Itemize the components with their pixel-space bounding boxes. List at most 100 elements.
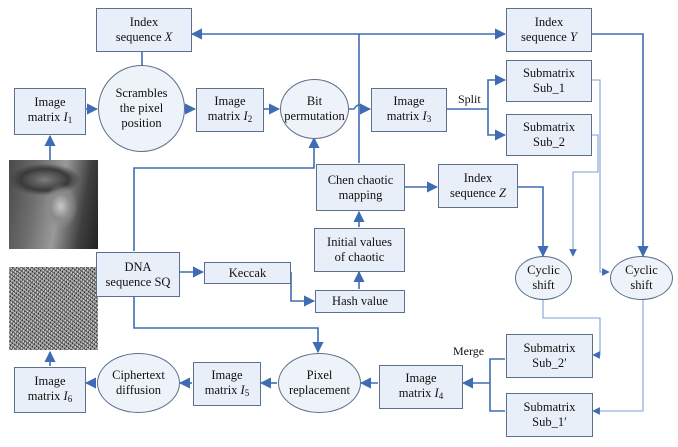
cyclic-right-line2: shift	[630, 278, 653, 292]
pixel-repl-line2: replacement	[288, 383, 351, 397]
arrow-bitperm-to-i3	[349, 103, 372, 115]
arrow-index-y-to-cyclic-right	[592, 33, 649, 258]
index-x-line1: Index	[129, 15, 159, 29]
cyclic-left-line1: Cyclic	[527, 263, 560, 277]
sub1p-line1: Submatrix	[523, 400, 576, 414]
image-i6-sub: 6	[67, 393, 73, 404]
index-x-line2: sequence X	[116, 30, 173, 45]
image-matrix-i1-box: Image matrix I1	[14, 88, 86, 135]
chen-line2: mapping	[338, 187, 383, 202]
cyclic-left-line2: shift	[532, 278, 555, 292]
index-sequence-x-box: Index sequence X	[96, 8, 192, 52]
image-i6-var: I	[63, 388, 68, 403]
cipher-diff-line1: Ciphertext	[112, 368, 165, 382]
index-z-line1: Index	[463, 171, 493, 185]
image-i5-var: I	[240, 382, 245, 397]
index-y-var: Y	[569, 30, 577, 44]
image-i5-word: matrix	[204, 382, 238, 397]
initial-line1: Initial values	[327, 235, 392, 249]
chen-chaotic-mapping-box: Chen chaotic mapping	[316, 164, 405, 211]
scrambles-line3: position	[121, 116, 162, 130]
image-matrix-i3-box: Image matrix I3	[371, 88, 447, 132]
arrow-sub2-to-cyclic-left	[569, 134, 599, 257]
index-sequence-y-box: Index sequence Y	[506, 8, 592, 52]
ciphertext-diffusion-circle: Ciphertext diffusion	[97, 353, 180, 413]
pixel-repl-line1: Pixel	[306, 368, 333, 382]
image-i4-word: matrix	[398, 385, 432, 400]
arrow-dna-to-bitperm	[133, 136, 320, 251]
image-i4-line1: Image	[405, 370, 437, 385]
chen-line1: Chen chaotic	[327, 172, 394, 187]
image-i3-var: I	[422, 108, 427, 123]
index-y-line1: Index	[534, 15, 564, 29]
index-y-word: sequence	[521, 30, 567, 44]
submatrix-sub2-prime-box: Submatrix Sub_2′	[506, 334, 593, 378]
image-i2-line2: matrix I2	[208, 109, 252, 127]
image-i1-sub: 1	[67, 115, 73, 125]
cipher-diff-line2: diffusion	[116, 383, 161, 397]
image-matrix-i4-box: Image matrix I4	[379, 365, 463, 409]
sub2p-line2: Sub_2′	[532, 356, 567, 370]
arrow-index-z-to-cyclic-left	[518, 186, 549, 258]
submatrix-sub1-box: Submatrix Sub_1	[506, 60, 592, 102]
arrow-keccak-to-hash	[290, 272, 316, 307]
arrow-sub1-to-cyclic-right	[592, 79, 610, 276]
cyclic-right-line1: Cyclic	[625, 263, 658, 277]
arrow-cyclic-right-to-sub1p	[592, 300, 644, 415]
image-i3-line2: matrix I3	[387, 109, 431, 127]
initial-line2: of chaotic	[334, 250, 385, 264]
index-z-word: sequence	[450, 186, 496, 200]
image-i4-var: I	[434, 385, 439, 400]
image-i3-sub: 3	[426, 113, 432, 124]
sub1-line1: Submatrix	[522, 66, 576, 80]
cipher-image-thumbnail	[9, 267, 98, 350]
keccak-box: Keccak	[204, 262, 291, 284]
index-x-word: sequence	[115, 30, 162, 44]
initial-values-of-chaotic-box: Initial values of chaotic	[314, 228, 405, 272]
image-i6-line2: matrix I6	[28, 389, 72, 407]
image-i1-word: matrix	[27, 110, 61, 124]
arrow-split-to-sub2	[487, 109, 507, 141]
scrambles-line2: the pixel	[119, 101, 164, 115]
image-matrix-i6-box: Image matrix I6	[14, 367, 86, 413]
cyclic-shift-left-circle: Cyclic shift	[515, 256, 572, 300]
image-i1-var: I	[63, 110, 68, 124]
line-merge-join	[489, 358, 505, 412]
submatrix-sub2-box: Submatrix Sub_2	[506, 114, 592, 156]
image-i6-line1: Image	[34, 373, 66, 388]
image-i1-line1: Image	[34, 95, 66, 109]
split-label: Split	[458, 92, 481, 106]
image-matrix-i5-box: Image matrix I5	[193, 362, 261, 406]
image-matrix-i2-box: Image matrix I2	[196, 88, 264, 132]
bit-perm-line2: permutation	[284, 109, 345, 123]
image-i3-line1: Image	[393, 93, 425, 108]
image-i5-line2: matrix I5	[205, 383, 249, 401]
index-x-var: X	[164, 30, 173, 44]
index-sequence-z-box: Index sequence Z	[438, 164, 518, 208]
image-i5-sub: 5	[244, 387, 250, 398]
arrow-split-to-sub1	[487, 74, 507, 109]
image-i2-var: I	[243, 108, 248, 123]
dna-line2: sequence SQ	[105, 274, 171, 289]
bit-permutation-circle: Bit permutation	[280, 79, 349, 139]
image-i4-line2: matrix I4	[399, 386, 443, 404]
image-i2-sub: 2	[247, 113, 253, 124]
sub2-line2: Sub_2	[533, 135, 565, 149]
image-i3-word: matrix	[386, 108, 420, 123]
bit-perm-line1: Bit	[306, 94, 323, 108]
pixel-replacement-circle: Pixel replacement	[278, 353, 361, 413]
image-i5-line1: Image	[211, 367, 243, 382]
cyclic-shift-right-circle: Cyclic shift	[610, 256, 673, 300]
sub2-line1: Submatrix	[522, 120, 576, 134]
sub1-line2: Sub_1	[533, 81, 565, 95]
scrambles-line1: Scrambles	[115, 86, 168, 100]
scrambles-pixel-position-circle: Scrambles the pixel position	[98, 65, 185, 152]
image-i2-line1: Image	[214, 93, 246, 108]
sub2p-line1: Submatrix	[523, 341, 576, 355]
arrow-cyclic-left-to-sub2p	[542, 300, 601, 359]
keccak-label: Keccak	[228, 265, 267, 280]
hash-label: Hash value	[332, 294, 388, 308]
image-i2-word: matrix	[207, 108, 241, 123]
